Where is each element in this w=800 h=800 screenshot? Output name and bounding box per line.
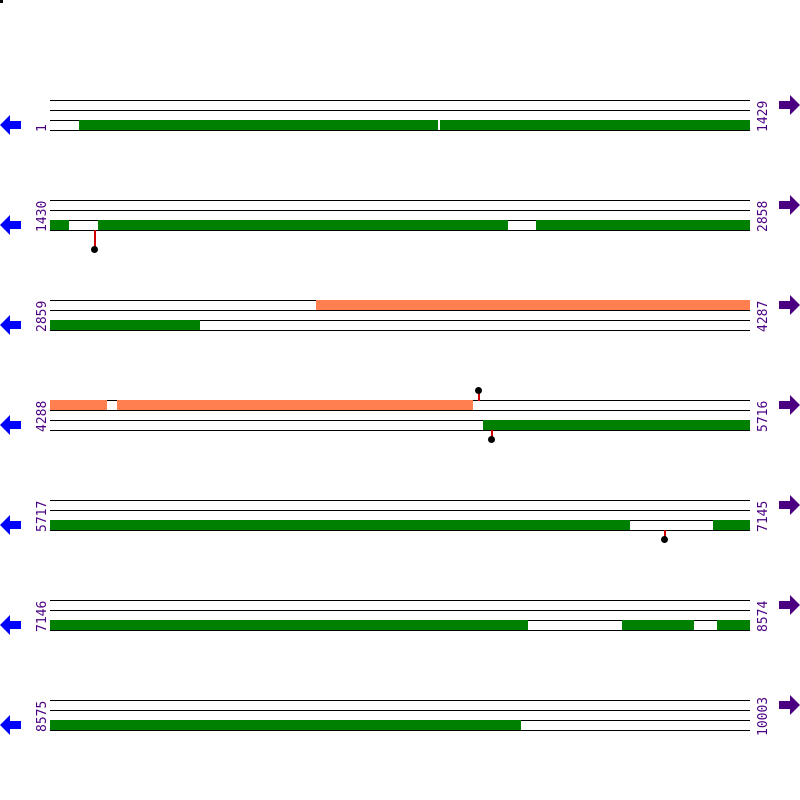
- right-arrow-icon[interactable]: [778, 694, 800, 716]
- green-feature-bar[interactable]: [98, 220, 508, 230]
- green-feature-bar[interactable]: [713, 520, 750, 530]
- row-start-label: 1430: [35, 200, 50, 232]
- variant-marker[interactable]: [488, 436, 495, 443]
- track-line: [50, 410, 750, 411]
- track-line: [50, 710, 750, 711]
- sequence-row-1: 1 1429: [0, 90, 800, 140]
- sequence-row-6: 7146 8574: [0, 590, 800, 640]
- green-feature-bar[interactable]: [79, 120, 438, 130]
- row-start-label: 5717: [35, 500, 50, 532]
- track-line: [50, 200, 750, 201]
- track-line: [50, 730, 750, 731]
- green-feature-bar[interactable]: [50, 320, 200, 330]
- sequence-row-5: 5717 7145: [0, 490, 800, 543]
- left-arrow-icon[interactable]: [0, 714, 22, 736]
- left-arrow-icon[interactable]: [0, 514, 22, 536]
- row-start-label: 2859: [35, 300, 50, 332]
- row-end-label: 2858: [756, 200, 771, 232]
- track-line: [50, 510, 750, 511]
- track-line: [50, 630, 750, 631]
- track-line: [50, 420, 750, 421]
- left-arrow-icon[interactable]: [0, 414, 22, 436]
- track-line: [50, 500, 750, 501]
- green-feature-bar[interactable]: [483, 420, 750, 430]
- green-feature-bar[interactable]: [50, 520, 630, 530]
- right-arrow-icon[interactable]: [778, 394, 800, 416]
- salmon-feature-bar[interactable]: [316, 300, 750, 310]
- salmon-feature-bar[interactable]: [117, 400, 473, 410]
- salmon-feature-bar[interactable]: [50, 400, 107, 410]
- row-start-label: 1: [35, 124, 50, 132]
- variant-pin: [94, 230, 96, 247]
- track-line: [50, 600, 750, 601]
- variant-pin: [491, 430, 493, 439]
- row-end-label: 5716: [756, 400, 771, 432]
- green-feature-bar[interactable]: [50, 220, 69, 230]
- row-end-label: 10003: [756, 696, 771, 736]
- green-feature-bar[interactable]: [440, 120, 750, 130]
- corner-marker: [0, 0, 3, 3]
- track-line: [50, 210, 750, 211]
- sequence-row-3: 2859 4287: [0, 290, 800, 340]
- track-line: [50, 110, 750, 111]
- feature-gap: [438, 120, 440, 130]
- track-line: [50, 700, 750, 701]
- sequence-row-4: 4288 5716: [0, 387, 800, 443]
- track-line: [50, 230, 750, 231]
- green-feature-bar[interactable]: [717, 620, 750, 630]
- row-start-label: 7146: [35, 600, 50, 632]
- green-feature-bar[interactable]: [536, 220, 750, 230]
- track-line: [50, 100, 750, 101]
- row-end-label: 7145: [756, 500, 771, 532]
- left-arrow-icon[interactable]: [0, 214, 22, 236]
- right-arrow-icon[interactable]: [778, 94, 800, 116]
- left-arrow-icon[interactable]: [0, 314, 22, 336]
- row-end-label: 8574: [756, 600, 771, 632]
- track-line: [50, 430, 750, 431]
- right-arrow-icon[interactable]: [778, 194, 800, 216]
- track-line: [50, 320, 750, 321]
- track-line: [50, 330, 750, 331]
- green-feature-bar[interactable]: [622, 620, 694, 630]
- sequence-row-2: 1430 2858: [0, 190, 800, 253]
- row-end-label: 1429: [756, 100, 771, 132]
- track-line: [50, 310, 750, 311]
- variant-pin: [478, 392, 480, 401]
- row-start-label: 8575: [35, 700, 50, 732]
- left-arrow-icon[interactable]: [0, 614, 22, 636]
- variant-marker[interactable]: [661, 536, 668, 543]
- right-arrow-icon[interactable]: [778, 594, 800, 616]
- right-arrow-icon[interactable]: [778, 294, 800, 316]
- track-line: [50, 530, 750, 531]
- green-feature-bar[interactable]: [50, 620, 528, 630]
- variant-pin: [664, 530, 666, 539]
- row-end-label: 4287: [756, 300, 771, 332]
- row-start-label: 4288: [35, 400, 50, 432]
- sequence-row-7: 8575 10003: [0, 690, 800, 740]
- variant-marker[interactable]: [91, 246, 98, 253]
- track-line: [50, 130, 750, 131]
- variant-marker[interactable]: [475, 387, 482, 394]
- left-arrow-icon[interactable]: [0, 114, 22, 136]
- right-arrow-icon[interactable]: [778, 494, 800, 516]
- track-line: [50, 610, 750, 611]
- green-feature-bar[interactable]: [50, 720, 521, 730]
